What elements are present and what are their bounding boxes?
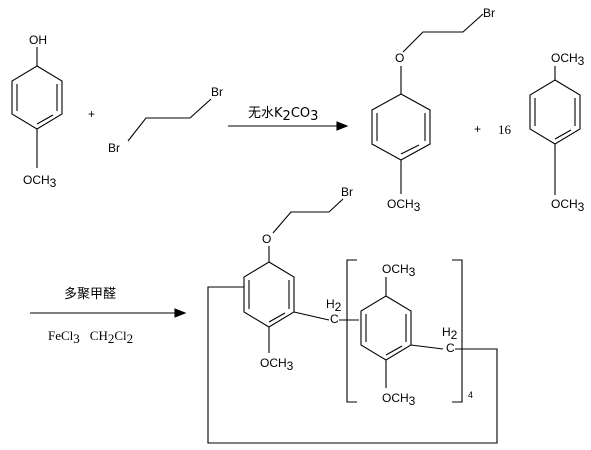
reagent-k2co3: 无水K2CO3 xyxy=(248,106,318,124)
bromine-label-1: Br xyxy=(211,85,223,99)
dimethoxy-top-label: OCH3 xyxy=(551,51,585,68)
bromine-label-3: Br xyxy=(483,6,495,20)
product-methoxy-label: OCH3 xyxy=(387,197,421,214)
methoxyphenol-molecule: OH OCH3 xyxy=(11,33,63,190)
dimethoxybenzene-molecule: OCH3 OCH3 xyxy=(529,51,585,214)
bridge-ch2-label: H2 xyxy=(326,297,342,314)
unit-bottom-methoxy-label: OCH3 xyxy=(382,391,416,408)
unit-top-methoxy-label: OCH3 xyxy=(382,262,416,279)
dimethoxy-bottom-label: OCH3 xyxy=(551,197,585,214)
plus-sign-2: + xyxy=(474,122,481,136)
reagent-paraformaldehyde: 多聚甲醛 xyxy=(64,286,116,302)
repeat-count: 4 xyxy=(468,390,473,400)
ring-methoxy-label: OCH3 xyxy=(260,356,294,373)
reaction-arrow-1: 无水K2CO3 xyxy=(228,106,349,131)
pillararene-product-molecule: Br O OCH3 H2 C 4 OCH3 OCH3 H2 C xyxy=(207,185,498,444)
dibromoethane-molecule: Br Br xyxy=(108,85,223,155)
bridge-carbon-label: C xyxy=(330,312,339,326)
coefficient-16: 16 xyxy=(498,122,512,137)
ether-oxygen-label: O xyxy=(395,51,404,65)
methoxy-label: OCH3 xyxy=(23,173,57,190)
unit-bridge-carbon-label: C xyxy=(446,341,455,355)
plus-sign-1: + xyxy=(88,107,95,121)
bromoethoxy-product-molecule: Br O OCH3 xyxy=(371,6,495,214)
hydroxyl-label: OH xyxy=(29,33,47,47)
unit-bridge-ch2-label: H2 xyxy=(442,325,458,342)
bromine-label-4: Br xyxy=(341,185,353,199)
bromine-label-2: Br xyxy=(108,141,120,155)
product-ether-oxygen: O xyxy=(262,232,271,246)
